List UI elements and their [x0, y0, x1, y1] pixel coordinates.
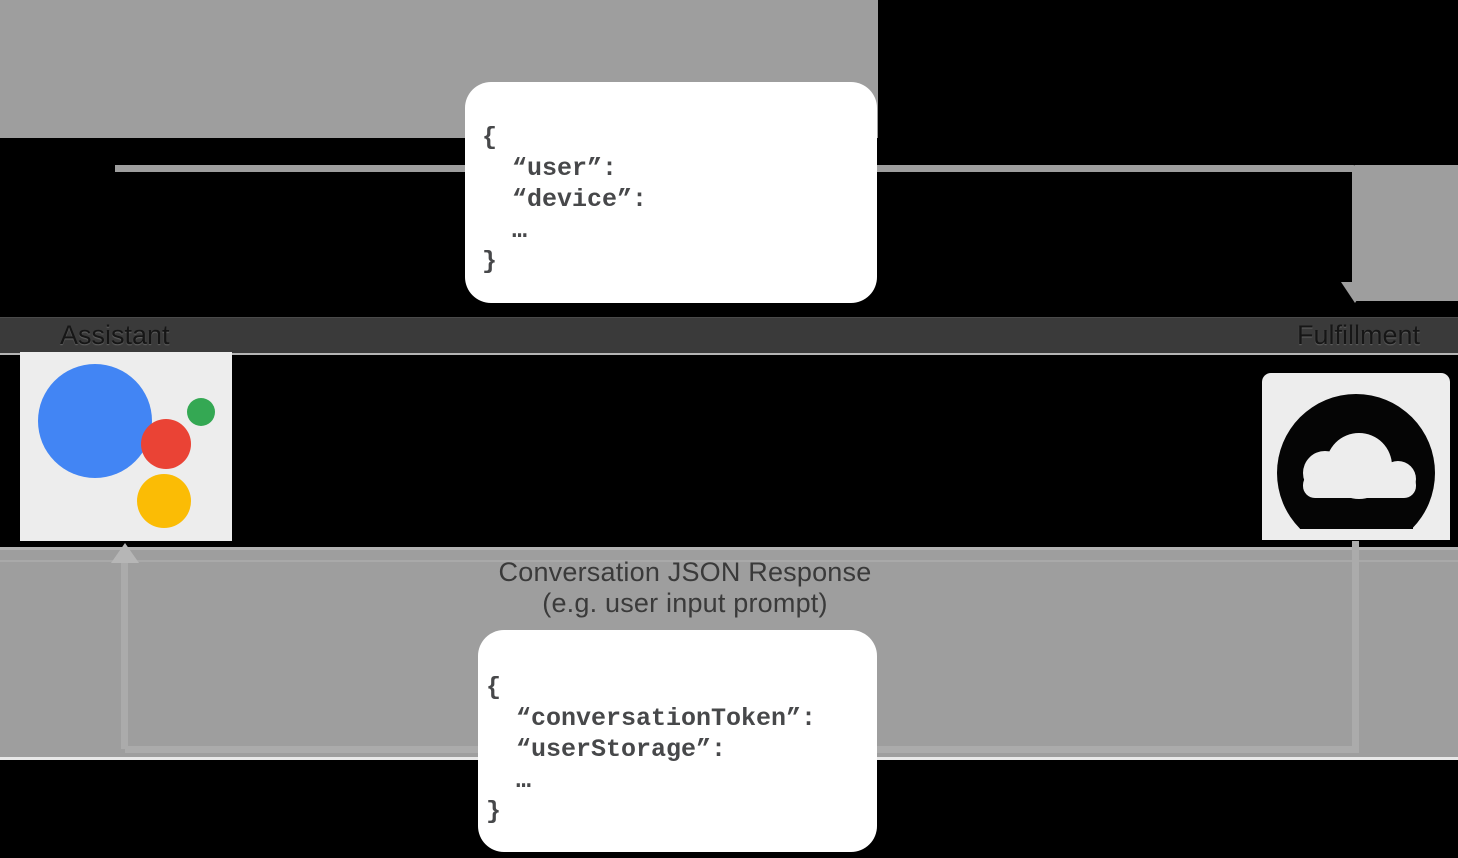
response-json-code: { “conversationToken”: “userStorage”: … … — [486, 673, 817, 826]
request-arrowhead-down-icon — [1341, 282, 1369, 303]
response-arrow-shaft-vertical-right — [1352, 541, 1359, 751]
response-arrow-label: Conversation JSON Response (e.g. user in… — [499, 557, 872, 619]
response-arrow-shaft-vertical-left — [121, 561, 128, 749]
assistant-green-dot — [187, 398, 215, 426]
fulfillment-label: Fulfillment — [1296, 320, 1420, 350]
response-label-line2: (e.g. user input prompt) — [542, 588, 828, 618]
response-panel-edge-line — [0, 560, 1458, 562]
response-json-box: { “conversationToken”: “userStorage”: … … — [478, 630, 877, 852]
response-label-line1: Conversation JSON Response — [498, 557, 872, 587]
assistant-blue-dot — [38, 364, 152, 478]
request-json-box: { “user”: “device”: … } — [465, 82, 877, 303]
assistant-red-dot — [141, 419, 191, 469]
request-arrow-shaft-vertical — [1352, 169, 1359, 283]
response-arrowhead-up-icon — [111, 543, 139, 563]
assistant-label: Assistant — [60, 320, 170, 350]
request-flow-panel-right — [1355, 165, 1458, 301]
actors-band: Assistant Fulfillment — [0, 317, 1458, 355]
request-json-code: { “user”: “device”: … } — [482, 123, 648, 276]
google-assistant-icon — [20, 352, 232, 541]
assistant-yellow-dot — [137, 474, 191, 528]
cloud-icon — [1262, 373, 1450, 540]
